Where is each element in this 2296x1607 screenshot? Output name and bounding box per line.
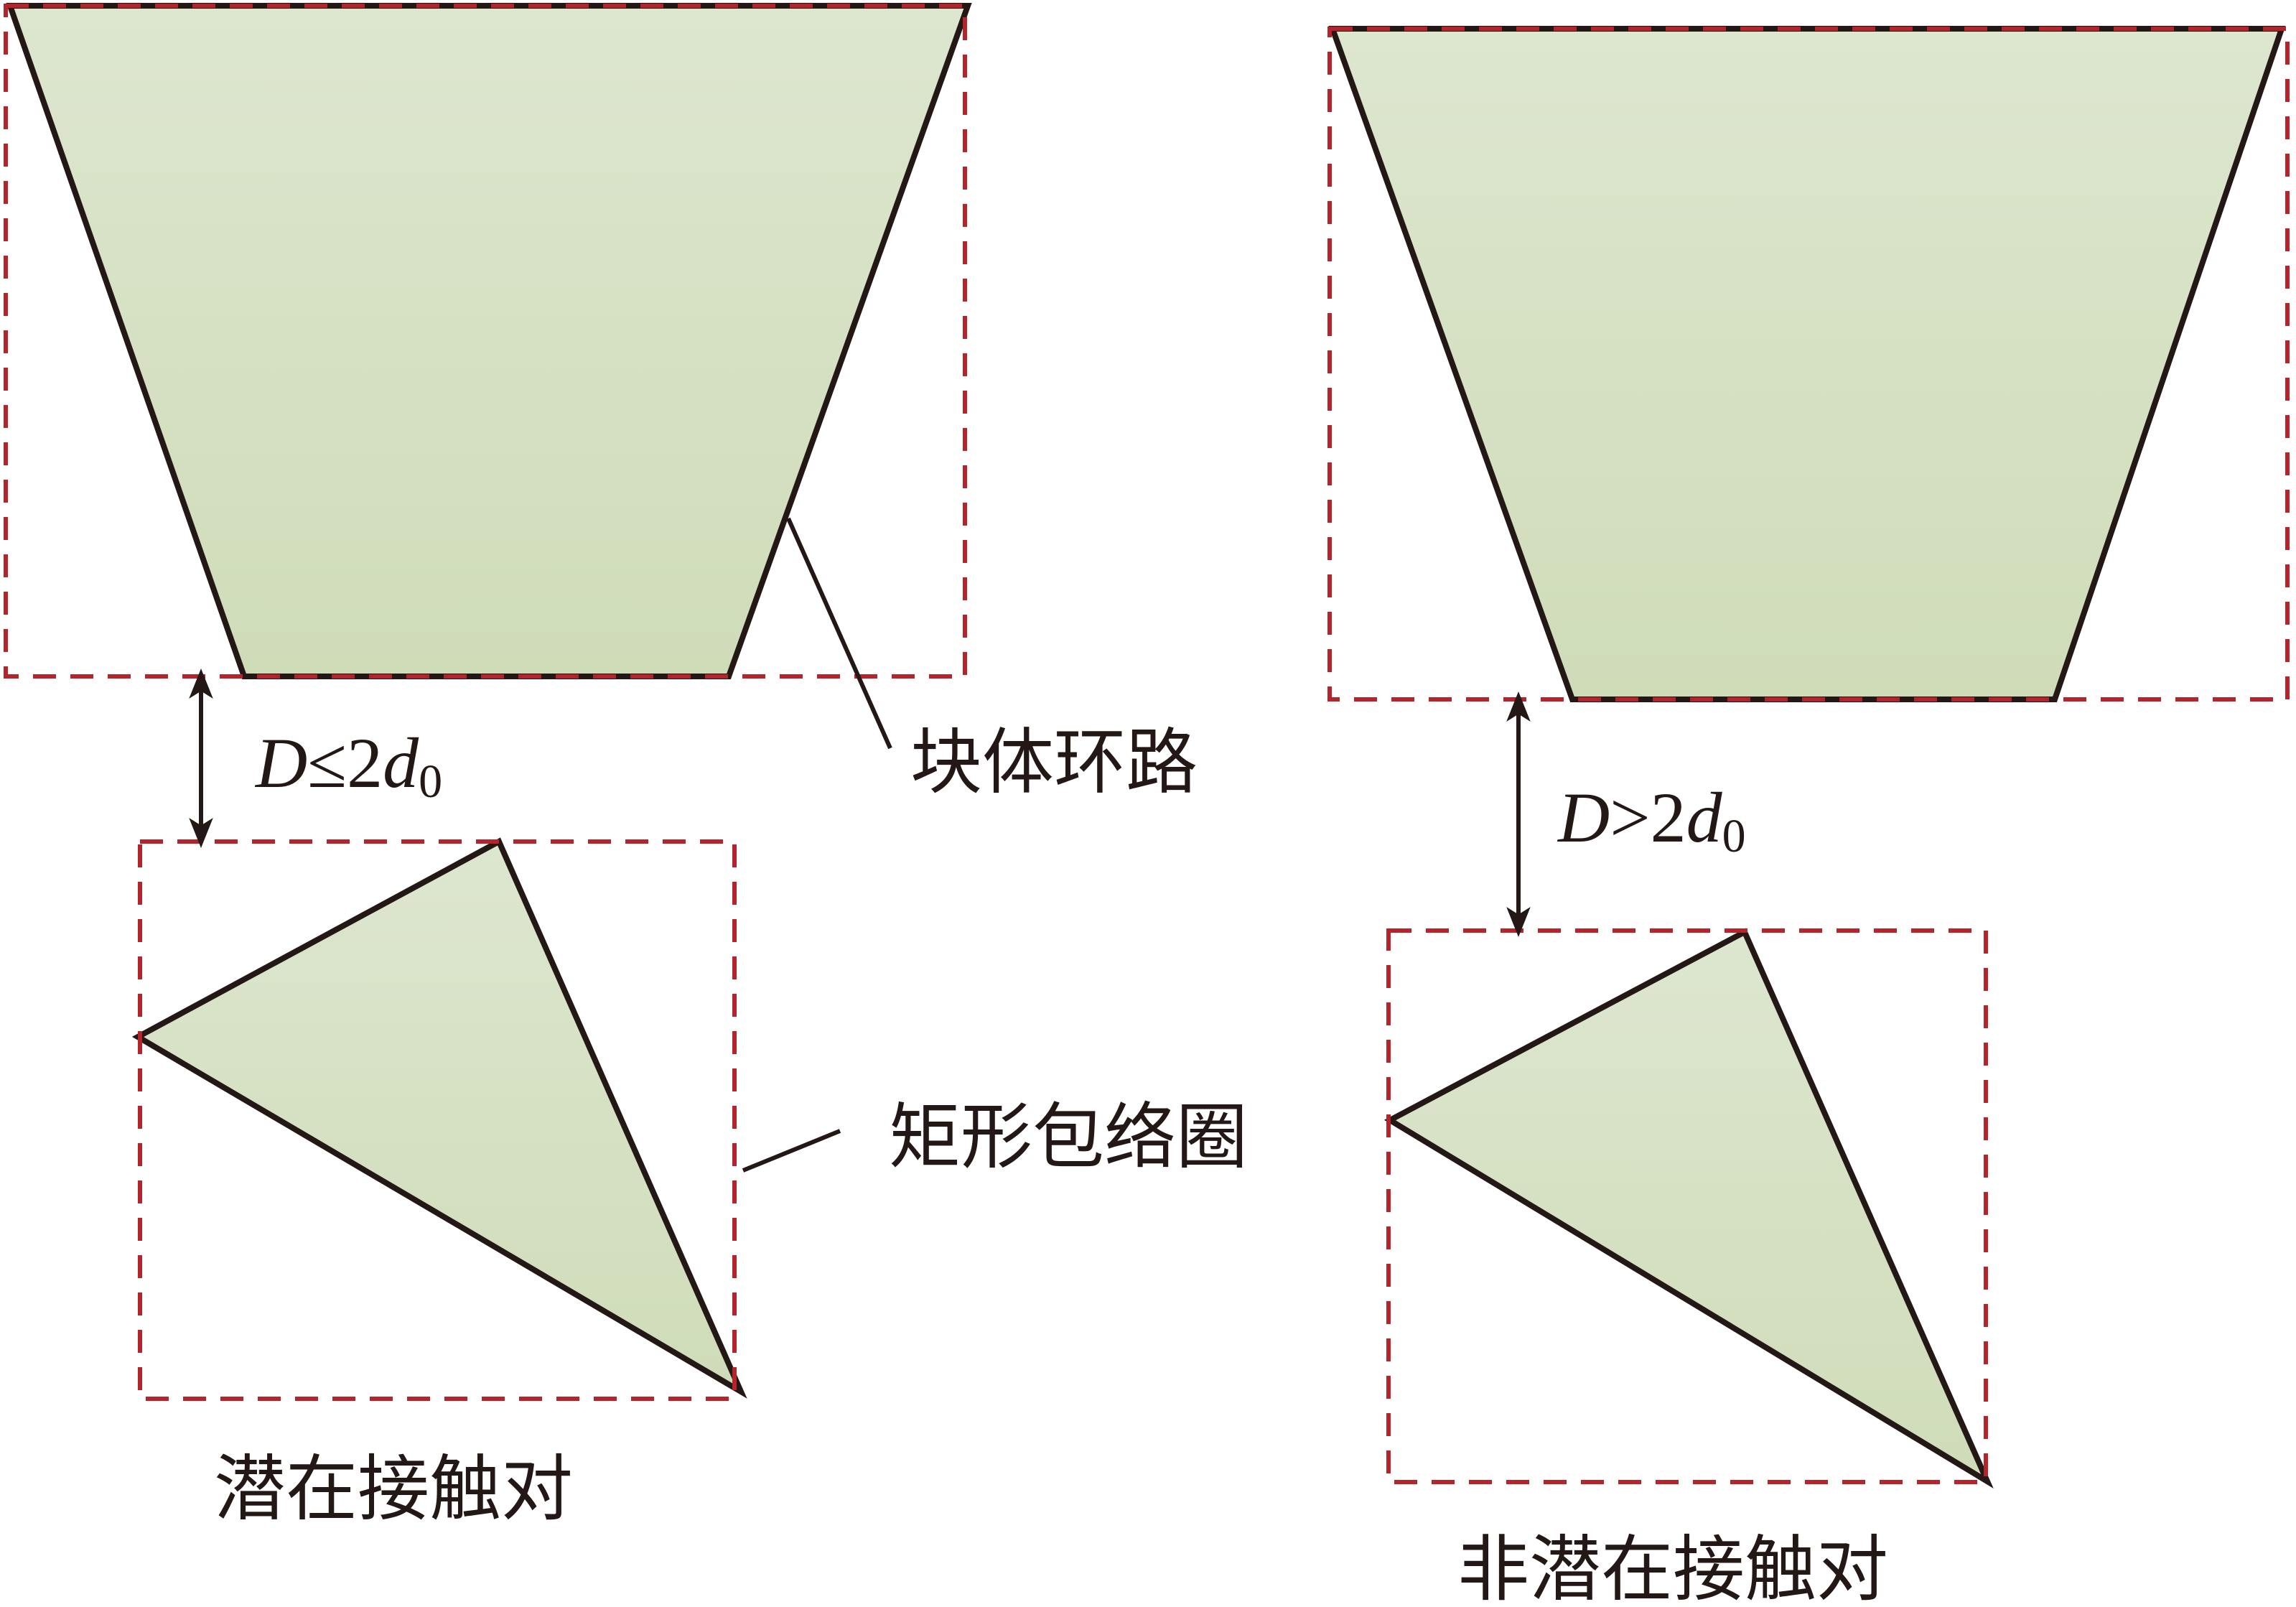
right-triangle-block bbox=[1383, 928, 1994, 1489]
right-trapezoid-bounding-box bbox=[1327, 27, 2290, 702]
right-distance-condition: D>2d0 bbox=[1557, 778, 1746, 862]
left-trapezoid-bounding-box bbox=[4, 4, 967, 679]
non-potential-contact-pair-label: 非潜在接触对 bbox=[1457, 1527, 1888, 1607]
block-loop-label: 块体环路 bbox=[910, 720, 1198, 804]
leader-labels: 块体环路 矩形包络圈 bbox=[742, 517, 1248, 1179]
left-distance-condition: D≤2d0 bbox=[254, 723, 442, 808]
left-triangle-bounding-box bbox=[138, 839, 737, 1401]
rect-envelope-label: 矩形包络圈 bbox=[889, 1095, 1248, 1179]
right-triangle-bounding-box bbox=[1386, 928, 1988, 1484]
potential-contact-pair-label: 潜在接触对 bbox=[214, 1447, 573, 1531]
left-trapezoid-block bbox=[6, 2, 972, 679]
left-triangle-block bbox=[131, 837, 747, 1399]
left-group: D≤2d0 潜在接触对 bbox=[4, 2, 972, 1531]
right-group: D>2d0 非潜在接触对 bbox=[1327, 26, 2290, 1607]
right-trapezoid-block bbox=[1328, 26, 2286, 702]
block-loop-leader-line bbox=[786, 517, 892, 750]
rect-envelope-leader-line bbox=[742, 1129, 841, 1173]
